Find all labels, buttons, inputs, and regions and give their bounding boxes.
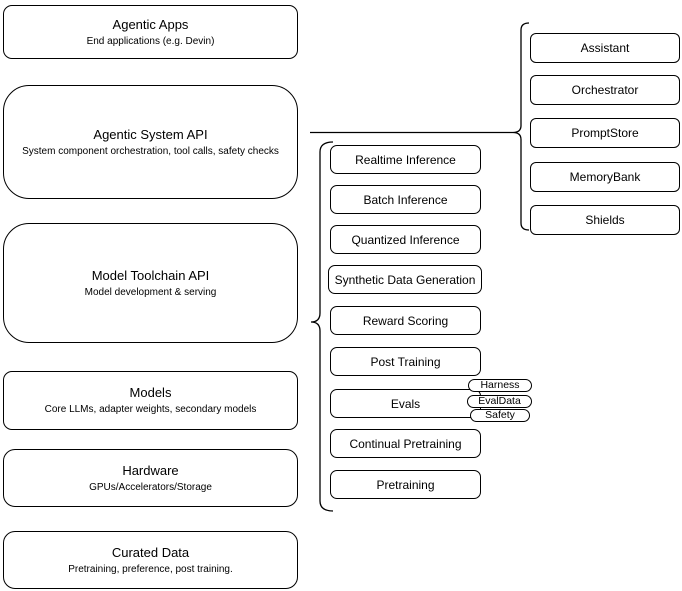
node-label: MemoryBank <box>569 170 641 184</box>
node-label: Evals <box>390 396 421 411</box>
node-label: Continual Pretraining <box>349 436 462 451</box>
node-subtitle: End applications (e.g. Devin) <box>86 35 215 47</box>
node-label: Synthetic Data Generation <box>334 272 476 287</box>
node-memorybank: MemoryBank <box>530 162 680 192</box>
node-assistant: Assistant <box>530 33 680 63</box>
node-reward-scoring: Reward Scoring <box>330 306 481 335</box>
node-evals: Evals <box>330 389 481 418</box>
node-title: Agentic System API <box>93 126 208 142</box>
node-batch-inference: Batch Inference <box>330 185 481 214</box>
node-promptstore: PromptStore <box>530 118 680 148</box>
node-title: Curated Data <box>111 544 190 560</box>
node-continual-pretraining: Continual Pretraining <box>330 429 481 458</box>
node-subtitle: GPUs/Accelerators/Storage <box>89 481 212 493</box>
node-hardware: Hardware GPUs/Accelerators/Storage <box>3 449 298 507</box>
node-label: Shields <box>585 213 625 227</box>
node-post-training: Post Training <box>330 347 481 376</box>
pill-evaldata: EvalData <box>467 395 532 408</box>
node-models: Models Core LLMs, adapter weights, secon… <box>3 371 298 430</box>
node-title: Model Toolchain API <box>91 267 210 283</box>
node-shields: Shields <box>530 205 680 235</box>
node-agentic-apps: Agentic Apps End applications (e.g. Devi… <box>3 5 298 59</box>
node-label: Reward Scoring <box>362 313 449 328</box>
node-label: Quantized Inference <box>351 232 460 247</box>
node-synthetic-data-generation: Synthetic Data Generation <box>328 265 482 294</box>
node-subtitle: System component orchestration, tool cal… <box>22 145 279 157</box>
pill-label: EvalData <box>478 395 521 407</box>
node-label: Post Training <box>370 354 441 369</box>
node-label: PromptStore <box>571 126 639 140</box>
node-model-toolchain-api: Model Toolchain API Model development & … <box>3 223 298 343</box>
pill-label: Harness <box>480 379 520 391</box>
node-label: Pretraining <box>376 477 435 492</box>
brace-system-components <box>512 22 530 231</box>
node-label: Orchestrator <box>571 83 639 97</box>
node-label: Batch Inference <box>363 192 448 207</box>
node-title: Agentic Apps <box>112 16 189 32</box>
node-pretraining: Pretraining <box>330 470 481 499</box>
pill-harness: Harness <box>468 379 532 392</box>
node-subtitle: Core LLMs, adapter weights, secondary mo… <box>44 404 257 415</box>
node-quantized-inference: Quantized Inference <box>330 225 481 254</box>
node-subtitle: Model development & serving <box>84 286 217 298</box>
node-title: Models <box>129 385 172 400</box>
node-agentic-system-api: Agentic System API System component orch… <box>3 85 298 199</box>
node-label: Realtime Inference <box>355 152 456 167</box>
pill-label: Safety <box>485 409 515 421</box>
node-label: Assistant <box>580 41 630 55</box>
pill-safety: Safety <box>470 409 530 422</box>
node-subtitle: Pretraining, preference, post training. <box>68 563 233 575</box>
node-orchestrator: Orchestrator <box>530 75 680 105</box>
node-curated-data: Curated Data Pretraining, preference, po… <box>3 531 298 589</box>
node-realtime-inference: Realtime Inference <box>330 145 481 174</box>
node-title: Hardware <box>122 462 179 478</box>
